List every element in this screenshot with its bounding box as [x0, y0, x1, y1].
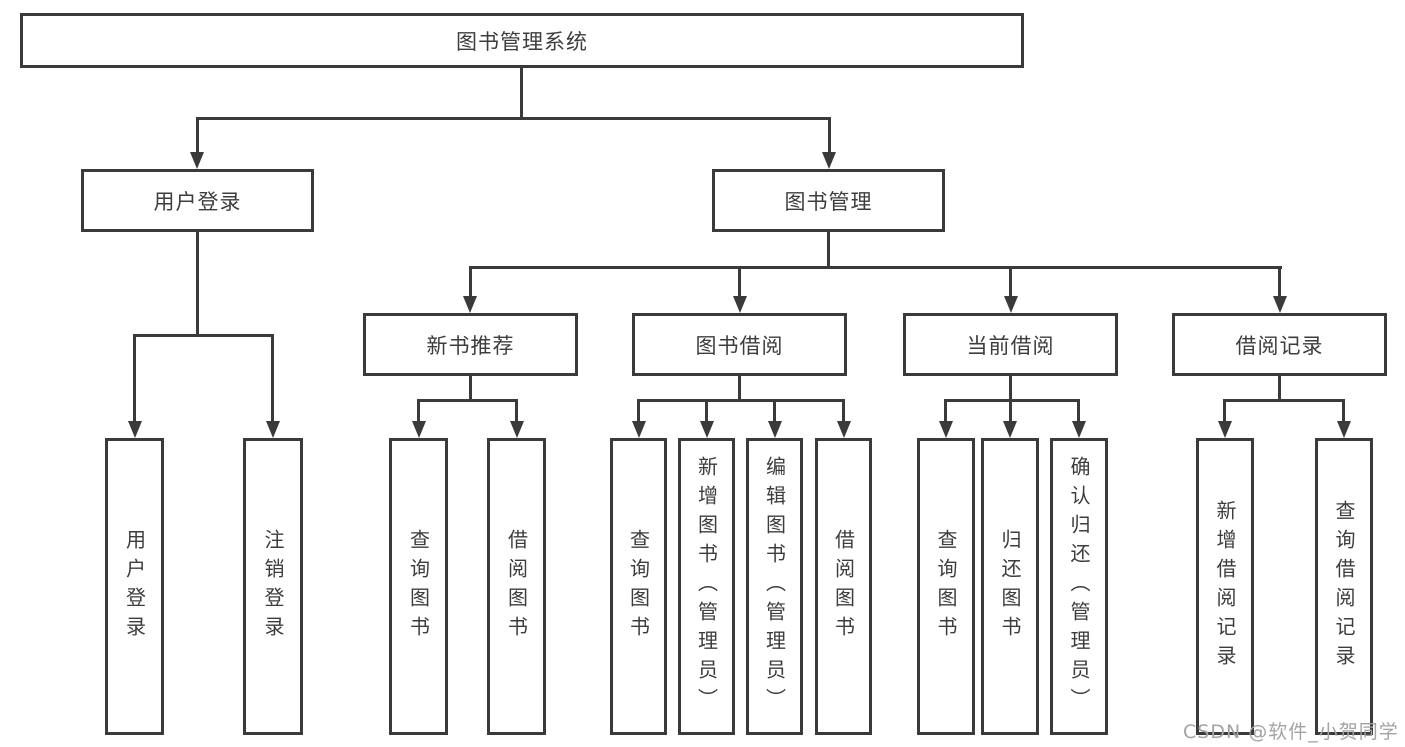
connector-line	[469, 376, 472, 401]
leaf-user-login-label: 用户登录	[122, 528, 147, 645]
connector-line	[417, 399, 420, 422]
connector-line	[520, 68, 523, 119]
connector-line	[196, 232, 199, 336]
leaf-query-books-borrow: 查询图书	[610, 438, 667, 735]
leaf-return-book-label: 归还图书	[998, 528, 1022, 645]
leaf-borrow-books-borrow-label: 借阅图书	[831, 528, 856, 645]
arrow-down-icon	[632, 421, 646, 438]
connector-line	[1278, 376, 1281, 401]
connector-line	[1009, 376, 1012, 401]
connector-line	[738, 266, 741, 297]
node-current-borrow-label: 当前借阅	[966, 333, 1055, 358]
leaf-add-book-admin-label: 新增图书（管理员）	[694, 456, 719, 717]
leaf-query-books-current: 查询图书	[917, 438, 975, 735]
node-user-login: 用户登录	[81, 169, 314, 232]
connector-line	[1077, 399, 1080, 422]
connector-line	[1223, 399, 1345, 402]
arrow-down-icon	[1337, 421, 1351, 438]
arrow-down-icon	[463, 296, 477, 313]
leaf-borrow-books-recommend-label: 借阅图书	[504, 528, 529, 645]
connector-line	[196, 117, 199, 153]
arrow-down-icon	[1003, 421, 1017, 438]
connector-line	[271, 334, 274, 422]
leaf-borrow-books-recommend: 借阅图书	[487, 438, 546, 735]
connector-line	[842, 399, 845, 422]
connector-line	[637, 399, 640, 422]
connector-line	[1342, 399, 1345, 422]
connector-line	[133, 334, 274, 337]
connector-line	[705, 399, 708, 422]
leaf-confirm-return-admin-label: 确认归还（管理员）	[1067, 456, 1091, 717]
arrow-down-icon	[1273, 296, 1287, 313]
arrow-down-icon	[1004, 296, 1018, 313]
connector-line	[197, 117, 831, 120]
arrow-down-icon	[510, 421, 524, 438]
node-new-book-recommend: 新书推荐	[363, 313, 578, 376]
arrow-down-icon	[733, 296, 747, 313]
leaf-borrow-books-borrow: 借阅图书	[815, 438, 872, 735]
node-book-mgmt-label: 图书管理	[784, 189, 873, 214]
leaf-return-book: 归还图书	[981, 438, 1039, 735]
leaf-edit-book-admin-label: 编辑图书（管理员）	[762, 456, 787, 717]
node-book-mgmt: 图书管理	[712, 169, 945, 232]
node-new-book-recommend-label: 新书推荐	[426, 333, 515, 358]
connector-line	[417, 399, 518, 402]
connector-line	[828, 117, 831, 153]
leaf-add-book-admin: 新增图书（管理员）	[678, 438, 735, 735]
node-book-borrow: 图书借阅	[632, 313, 847, 376]
leaf-logout-login-label: 注销登录	[261, 528, 285, 645]
connector-line	[827, 232, 830, 269]
arrow-down-icon	[768, 421, 782, 438]
leaf-query-borrow-record-label: 查询借阅记录	[1332, 499, 1356, 674]
leaf-query-books-borrow-label: 查询图书	[626, 528, 651, 645]
leaf-query-books-recommend-label: 查询图书	[406, 528, 431, 645]
leaf-query-books-recommend: 查询图书	[389, 438, 448, 735]
connector-line	[1278, 266, 1281, 297]
leaf-user-login: 用户登录	[105, 438, 164, 735]
connector-line	[469, 266, 1282, 269]
arrow-down-icon	[412, 421, 426, 438]
arrow-down-icon	[700, 421, 714, 438]
leaf-edit-book-admin: 编辑图书（管理员）	[746, 438, 803, 735]
connector-line	[1009, 266, 1012, 297]
node-current-borrow: 当前借阅	[903, 313, 1118, 376]
leaf-add-borrow-record-label: 新增借阅记录	[1213, 499, 1237, 674]
arrow-down-icon	[190, 152, 204, 169]
arrow-down-icon	[939, 421, 953, 438]
node-root-label: 图书管理系统	[456, 29, 588, 54]
node-book-borrow-label: 图书借阅	[695, 333, 784, 358]
arrow-down-icon	[266, 421, 280, 438]
connector-line	[133, 334, 136, 422]
leaf-query-books-current-label: 查询图书	[934, 528, 958, 645]
node-borrow-record-label: 借阅记录	[1235, 333, 1324, 358]
node-borrow-record: 借阅记录	[1172, 313, 1387, 376]
arrow-down-icon	[822, 152, 836, 169]
connector-line	[1223, 399, 1226, 422]
connector-line	[1009, 399, 1012, 422]
leaf-add-borrow-record: 新增借阅记录	[1196, 438, 1254, 735]
node-user-login-label: 用户登录	[153, 189, 242, 214]
leaf-query-borrow-record: 查询借阅记录	[1315, 438, 1373, 735]
arrow-down-icon	[128, 421, 142, 438]
leaf-confirm-return-admin: 确认归还（管理员）	[1050, 438, 1108, 735]
connector-line	[469, 266, 472, 297]
connector-line	[738, 376, 741, 401]
connector-line	[944, 399, 947, 422]
node-root: 图书管理系统	[20, 13, 1024, 68]
connector-line	[637, 399, 845, 402]
arrow-down-icon	[837, 421, 851, 438]
connector-line	[515, 399, 518, 422]
arrow-down-icon	[1218, 421, 1232, 438]
connector-line	[773, 399, 776, 422]
csdn-watermark: CSDN @软件_小贺同学	[1183, 721, 1399, 743]
connector-line	[944, 399, 1080, 402]
leaf-logout-login: 注销登录	[243, 438, 303, 735]
arrow-down-icon	[1072, 421, 1086, 438]
